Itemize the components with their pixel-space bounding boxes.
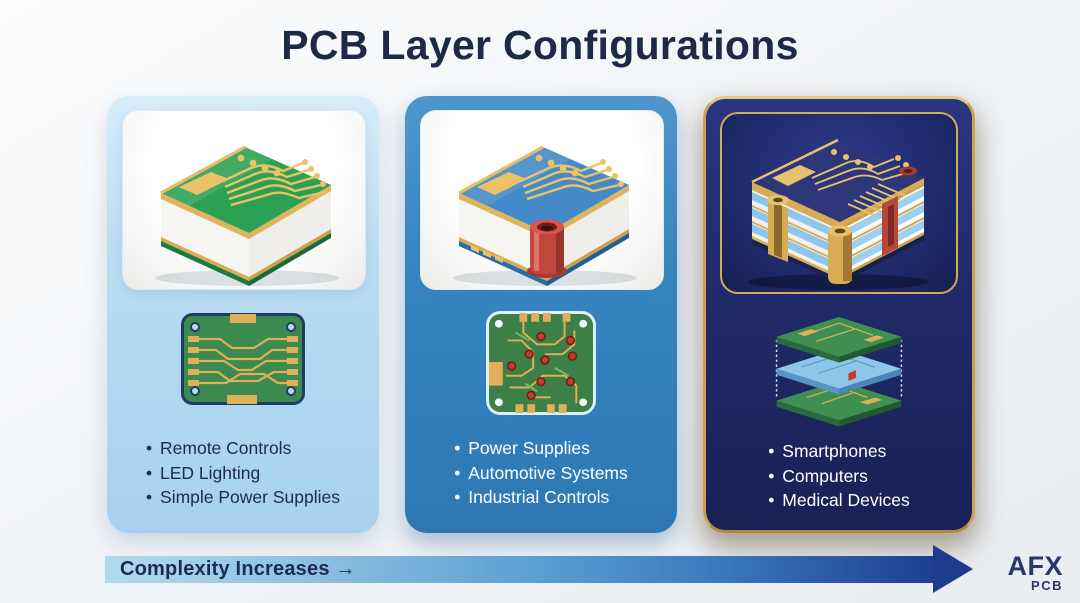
applications-list: •Remote Controls •LED Lighting •Simple P… [107,436,379,510]
list-item: •Simple Power Supplies [146,487,340,507]
list-item: •Remote Controls [146,438,292,458]
brand-logo: AFX PCB [1001,551,1063,593]
double-layer-pcb-photo [420,110,664,290]
cards-row: •Remote Controls •LED Lighting •Simple P… [107,96,975,533]
stacked-layers-icon [706,314,972,428]
complexity-arrow-head-icon [933,545,973,593]
complexity-arrow: Complexity Increases → [105,545,973,593]
single-layer-pcb-photo [122,110,366,290]
brand-logo-primary: AFX [1007,551,1063,581]
page-title: PCB Layer Configurations [281,22,799,68]
complexity-arrow-body: Complexity Increases → [105,556,933,583]
list-item: •Computers [768,465,868,486]
card-double-layer: •Power Supplies •Automotive Systems •Ind… [405,96,677,533]
flat-pcb-icon [107,311,379,407]
list-item: •Smartphones [768,441,887,461]
list-item: •Industrial Controls [454,487,610,507]
single-layer-pcb-illustration [155,145,339,286]
list-item: •LED Lighting [146,462,261,483]
via-pcb-icon [405,311,677,415]
card-multi-layer: •Smartphones •Computers •Medical Devices [703,96,975,533]
card-single-layer: •Remote Controls •LED Lighting •Simple P… [107,96,379,533]
complexity-arrow-label: Complexity Increases → [120,558,356,580]
brand-logo-secondary: PCB [1031,578,1063,593]
multi-layer-pcb-photo [720,112,958,294]
applications-list: •Power Supplies •Automotive Systems •Ind… [405,436,677,510]
applications-list: •Smartphones •Computers •Medical Devices [706,439,972,513]
double-layer-pcb-illustration [453,145,637,286]
list-item: •Medical Devices [768,490,910,510]
list-item: •Power Supplies [454,438,590,458]
list-item: •Automotive Systems [454,462,628,483]
multi-layer-pcb-illustration [748,138,928,290]
